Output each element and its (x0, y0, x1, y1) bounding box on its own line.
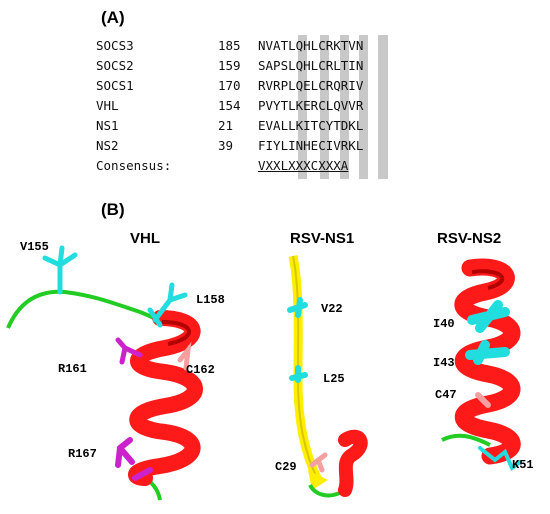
panel-a-label: (A) (101, 8, 125, 27)
vhl-r161-sidechain (115, 337, 143, 365)
label-i40: I40 (433, 317, 455, 331)
vhl-c162-sidechain (177, 341, 192, 371)
alignment-highlight-col (298, 35, 307, 179)
ns1-structure (287, 255, 368, 498)
seq-name: SOCS3 (96, 38, 134, 53)
seq-name: Consensus: (96, 158, 172, 173)
alignment-highlight-col (320, 35, 329, 179)
vhl-loop (6, 289, 162, 329)
ns2-i43-sidechain (465, 340, 510, 365)
ns2-c47-sidechain (475, 392, 491, 408)
label-c162: C162 (186, 363, 215, 377)
ns2-structure (441, 258, 522, 472)
consensus-residues: VXXLXXXCXXXA (258, 158, 349, 173)
label-r167: R167 (68, 447, 97, 461)
vhl-r167-sidechain (115, 437, 153, 481)
vhl-title: VHL (130, 230, 160, 247)
ns2-i40-sidechain (467, 300, 510, 333)
label-v22: V22 (321, 302, 343, 316)
seq-name: SOCS1 (96, 78, 134, 93)
ns1-v22-sidechain (287, 297, 308, 318)
seq-pos: 154 (218, 98, 241, 113)
seq-pos: 159 (218, 58, 241, 73)
vhl-l158-sidechain (147, 282, 188, 328)
ns1-helix (338, 429, 368, 497)
label-l25: L25 (323, 372, 345, 386)
seq-residues: SAPSLQHLCRLTIN (258, 58, 364, 73)
ns1-title: RSV-NS1 (290, 230, 355, 247)
vhl-v155-sidechain (42, 245, 78, 295)
vhl-helix-shade (161, 320, 192, 346)
label-r161: R161 (58, 362, 87, 376)
ns2-title: RSV-NS2 (437, 230, 502, 247)
seq-residues: EVALLKITCYTDKL (258, 118, 364, 133)
ns2-helix-shade (471, 269, 505, 290)
ns1-strand-arrow (308, 470, 328, 490)
label-i43: I43 (433, 356, 455, 370)
seq-name: SOCS2 (96, 58, 134, 73)
label-c29: C29 (275, 460, 297, 474)
seq-pos: 170 (218, 78, 241, 93)
vhl-structure (6, 245, 203, 501)
seq-pos: 21 (218, 118, 234, 133)
alignment-highlight-col (359, 35, 368, 179)
seq-name: NS2 (96, 138, 119, 153)
label-k51: K51 (512, 458, 534, 472)
alignment-highlight-col (340, 35, 349, 179)
label-l158: L158 (196, 293, 225, 307)
label-c47: C47 (435, 388, 457, 402)
ns2-k51-sidechain (478, 446, 522, 472)
vhl-helix (128, 310, 203, 486)
ns2-loop (441, 433, 491, 447)
seq-pos: 185 (218, 38, 241, 53)
label-v155: V155 (20, 240, 49, 254)
alignment-highlight-col (378, 35, 388, 179)
seq-residues: NVATLQHLCRKTVN (258, 38, 364, 53)
ns1-c29-sidechain (309, 452, 328, 473)
seq-name: VHL (96, 98, 119, 113)
ns1-l25-sidechain (289, 365, 308, 383)
seq-residues: PVYTLKERCLQVVR (258, 98, 364, 113)
seq-residues: RVRPLQELCRQRIV (258, 78, 364, 93)
seq-residues: FIYLINHECIVRKL (258, 138, 364, 153)
seq-name: NS1 (96, 118, 119, 133)
panel-b-label: (B) (101, 200, 125, 219)
ns2-helix (454, 258, 521, 465)
seq-pos: 39 (218, 138, 234, 153)
